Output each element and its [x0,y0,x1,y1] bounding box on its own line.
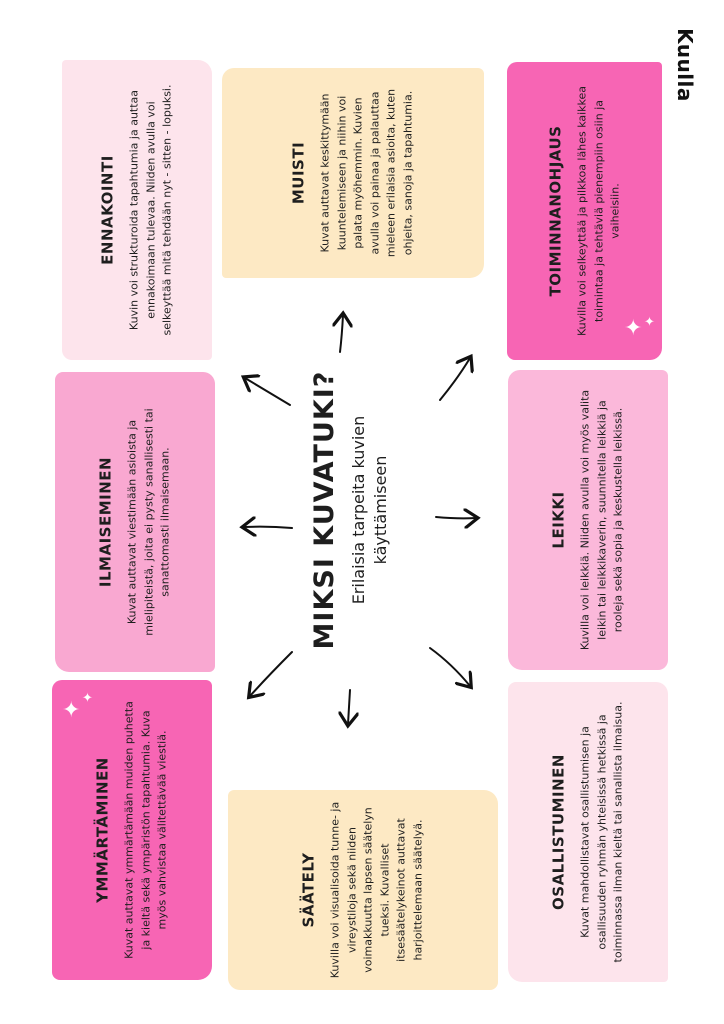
sparkle-icon: ✦ [62,698,81,723]
sparkle-icon: ✦ [644,315,655,330]
sparkle-icon: ✦ [82,691,93,706]
arrow-to-ilmaiseminen [244,527,293,528]
arrow-to-leikki [435,517,476,518]
card-leikki: LEIKKI Kuvilla voi leikkiä. Niiden avull… [508,370,668,670]
arrow-to-toiminnanohjaus [439,358,470,401]
card-ilmaiseminen: ILMAISEMINEN Kuvat auttavat viestimään a… [55,372,215,672]
card-ennakointi: ENNAKOINTI Kuvin voi strukturoida tapaht… [62,60,212,360]
card-osallistuminen: OSALLISTUMINEN Kuvat mahdollistavat osal… [508,682,668,982]
arrow-to-osallistuminen [429,647,470,686]
sparkle-icon: ✦ [624,316,643,341]
arrow-to-saately [348,689,350,724]
card-toiminnanohjaus: TOIMINNANOHJAUS Kuvilla voi selkeyttää j… [507,62,662,360]
card-saately: SÄÄTELY Kuvilla voi visualisoida tunne- … [228,790,498,990]
card-muisti: MUISTI Kuvat auttavat keskittymään kuunt… [222,68,484,278]
arrow-to-ennakointi [245,378,291,406]
arrow-to-ymmartaminen [250,651,293,696]
arrow-to-muisti [340,315,343,353]
card-ymmartaminen: YMMÄRTÄMINEN Kuvat auttavat ymmärtämään … [52,680,212,980]
